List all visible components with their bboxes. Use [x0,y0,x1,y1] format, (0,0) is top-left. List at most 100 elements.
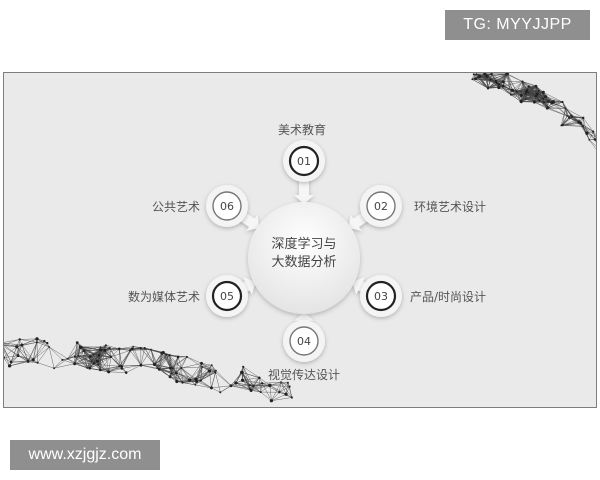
network-dot [240,370,244,375]
network-line [235,382,250,389]
network-line [506,73,517,92]
network-line [546,101,563,109]
network-line [543,98,548,109]
network-dot [497,83,500,86]
network-line [211,365,217,371]
network-line [4,346,19,356]
network-dot [472,73,475,76]
network-line [211,387,221,393]
network-line [110,348,120,357]
network-bottom-left-decoration [4,337,293,403]
network-line [472,79,489,89]
network-line [37,346,50,363]
network-line [133,346,142,366]
network-line [98,350,106,365]
network-line [196,381,212,389]
center-title-line1: 深度学习与 [271,237,337,252]
network-line [21,344,34,360]
network-dot [537,89,540,92]
network-line [473,74,489,89]
network-dot [527,91,530,94]
network-dot [26,359,30,363]
network-line [562,123,581,126]
network-line [169,355,171,377]
network-dot [234,381,238,385]
network-line [129,350,142,366]
network-dot [490,73,493,76]
network-dot [284,392,288,396]
network-line [262,383,280,393]
network-line [93,349,102,364]
network-line [280,381,290,387]
network-dot [175,371,178,375]
network-line [49,346,63,361]
network-line [79,346,100,356]
item-number-02: 02 [374,200,388,213]
network-top-right-decoration [471,73,596,150]
network-line [49,346,55,369]
network-line [93,350,106,364]
network-line [269,382,288,386]
network-line [510,93,526,95]
network-line [498,73,508,85]
item-label-03: 产品/时尚设计 [410,290,487,304]
network-dot [593,138,596,141]
network-dot [240,378,245,382]
network-line [522,81,537,87]
network-line [230,385,250,386]
network-line [157,355,170,369]
network-line [525,98,544,100]
network-line [21,344,29,361]
network-line [271,397,292,401]
network-dot [107,370,111,374]
network-line [181,356,188,369]
network-line [9,355,19,367]
network-dot [53,367,56,370]
network-dot [229,384,233,388]
network-line [17,339,20,356]
network-line [181,363,202,369]
network-dot [108,347,111,350]
network-line [535,86,544,99]
network-dot [130,347,134,351]
network-line [4,358,10,367]
network-line [510,94,522,102]
network-line [593,131,596,140]
item-label-02: 环境艺术设计 [414,200,487,214]
network-line [593,131,596,139]
network-line [79,346,102,351]
network-dot [43,339,46,343]
network-dot [545,107,549,110]
network-dot [78,345,82,349]
network-line [98,345,107,365]
network-line [496,73,508,84]
network-line [4,348,12,363]
network-line [209,370,212,388]
network-line [4,343,17,347]
network-line [503,85,512,95]
network-line [195,370,210,380]
network-line [105,345,120,350]
network-dot [534,85,538,88]
network-dot [120,367,124,370]
network-dot [82,349,86,352]
network-line [4,342,22,346]
network-line [195,372,216,380]
network-line [163,352,173,369]
network-line [472,73,477,80]
network-line [166,354,177,374]
network-line [74,342,78,364]
network-line [36,338,48,344]
network-line [569,117,580,122]
network-dot [73,362,77,366]
network-line [181,367,196,386]
network-line [181,367,197,380]
network-dot [524,98,527,101]
network-dot [477,75,480,78]
network-dot [564,107,567,110]
network-line [195,370,210,386]
network-line [510,81,523,95]
network-line [21,338,38,346]
network-line [593,131,596,135]
item-number-01: 01 [297,155,311,168]
